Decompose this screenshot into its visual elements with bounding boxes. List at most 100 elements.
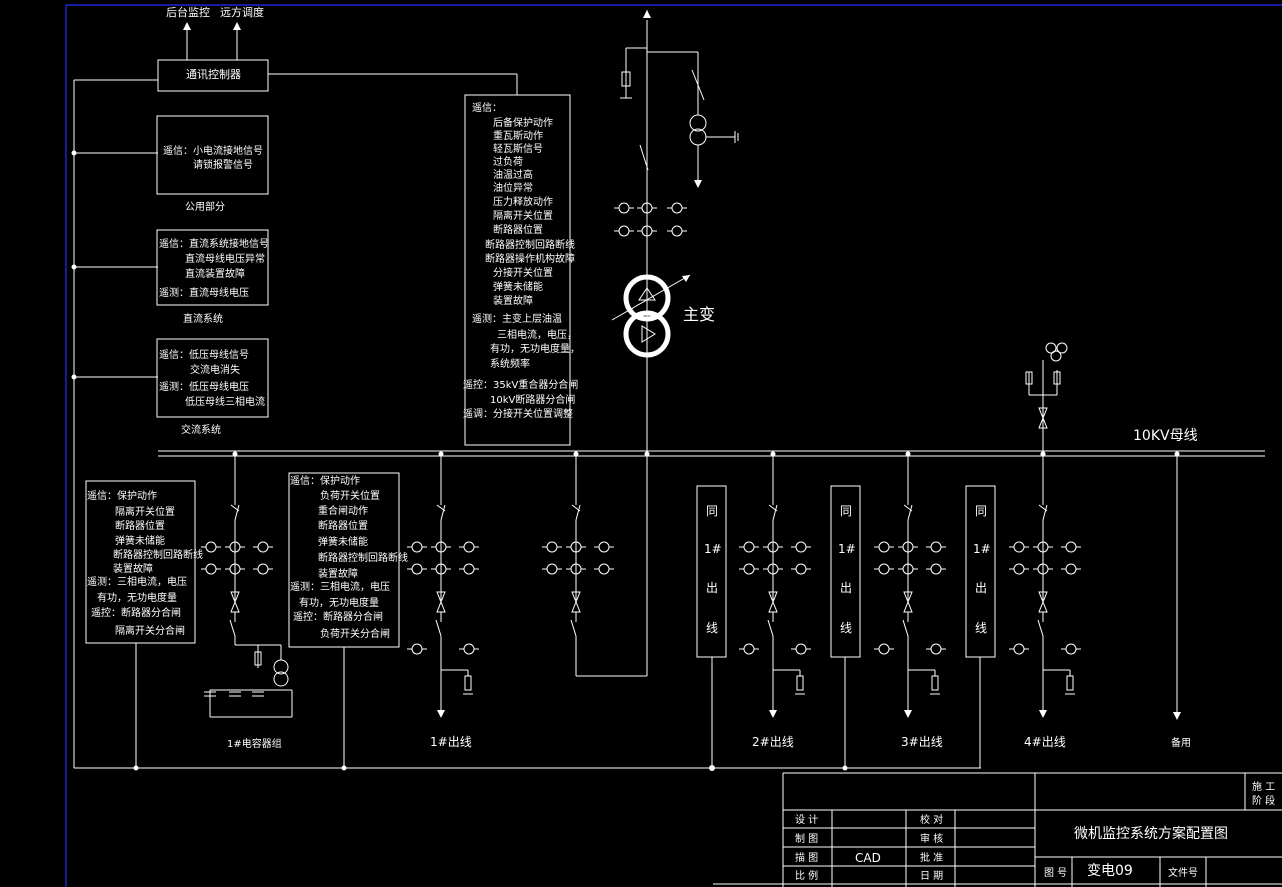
feeder-info-line: 断路器位置 <box>318 519 368 532</box>
transformer-info-line: 系统频率 <box>490 357 530 370</box>
transformer-info-line: 三相电流，电压， <box>497 328 577 341</box>
label-feeder-1: 1#出线 <box>430 735 472 749</box>
same-feeder-char: 同 <box>840 504 852 518</box>
same-feeder-char: 1# <box>704 542 722 556</box>
same-feeder-char: 线 <box>840 621 852 635</box>
feeder-info-line: 负荷开关位置 <box>320 489 380 502</box>
capacitor-info-lines: 遥信：保护动作隔离开关位置断路器位置弹簧未储能断路器控制回路断线装置故障遥测：三… <box>87 489 203 637</box>
transformer-info-lines: 遥信：后备保护动作重瓦斯动作轻瓦斯信号过负荷油温过高油位异常压力释放动作隔离开关… <box>463 101 580 420</box>
same-feeder-char: 出 <box>706 581 718 595</box>
transformer-info-box <box>464 94 571 446</box>
bus-label: 10KV母线 <box>1133 428 1198 444</box>
same-feeder-char: 同 <box>706 504 718 518</box>
capacitor-info-line: 断路器控制回路断线 <box>113 548 203 561</box>
dc-line-3: 直流装置故障 <box>185 267 245 280</box>
public-caption: 公用部分 <box>185 200 225 213</box>
output-remote-dispatch: 远方调度 <box>220 5 264 19</box>
label-feeder-4: 4#出线 <box>1024 735 1066 749</box>
feeder-info-line: 遥测：三相电流，电压 <box>290 580 390 593</box>
transformer-info-line: 过负荷 <box>493 155 523 168</box>
ac-box <box>156 338 269 418</box>
tb-file-no-label: 文件号 <box>1168 866 1198 879</box>
capacitor-info-line: 有功，无功电度量 <box>97 591 177 604</box>
ac-line-4: 低压母线三相电流 <box>185 395 265 408</box>
transformer-label: 主变 <box>683 305 715 324</box>
ac-line-2: 交流电消失 <box>190 363 240 376</box>
label-spare: 备用 <box>1171 736 1191 749</box>
transformer-info-line: 断路器操作机构故障 <box>485 252 575 265</box>
incoming-line <box>613 10 739 455</box>
tb-scale-label: 比 例 <box>795 869 818 882</box>
same-feeder-box-2 <box>830 485 861 658</box>
public-box <box>156 115 269 195</box>
ac-line-1: 遥信：低压母线信号 <box>159 348 249 361</box>
transformer-info-line: 10kV断路器分合闸 <box>490 393 575 406</box>
stage-label-1: 施 工 <box>1252 780 1275 793</box>
dc-line-4: 遥测：直流母线电压 <box>159 286 249 299</box>
dc-line-1: 遥信：直流系统接地信号 <box>159 237 269 250</box>
capacitor-bank <box>204 644 293 718</box>
transformer-info-line: 弹簧未储能 <box>493 280 543 293</box>
public-line-1: 遥信：小电流接地信号 <box>163 144 263 157</box>
capacitor-info-line: 断路器位置 <box>115 519 165 532</box>
feeder-info-line: 装置故障 <box>318 567 358 580</box>
same-feeder-box-3 <box>965 485 996 658</box>
transformer-info-line: 遥信： <box>472 101 502 114</box>
comm-controller-box <box>157 59 269 92</box>
tb-date-label: 日 期 <box>920 870 943 882</box>
dc-line-2: 直流母线电压异常 <box>185 252 265 265</box>
capacitor-info-line: 隔离开关分合闸 <box>115 624 185 637</box>
feeder-info-line: 弹簧未储能 <box>318 535 368 548</box>
tb-drawing-no-label: 图 号 <box>1044 867 1067 879</box>
transformer-info-line: 遥测：主变上层油温 <box>472 312 562 325</box>
transformer-info-line: 后备保护动作 <box>493 116 553 129</box>
same-feeder-char: 同 <box>975 504 987 518</box>
transformer-info-line: 遥控：35kV重合器分合闸 <box>463 378 578 391</box>
transformer-info-line: 压力释放动作 <box>493 195 553 208</box>
drawing-title: 微机监控系统方案配置图 <box>1074 825 1228 842</box>
capacitor-info-line: 遥信：保护动作 <box>87 489 157 502</box>
public-line-2: 请锁报警信号 <box>193 158 253 171</box>
feeder-bays <box>200 451 1181 720</box>
feeder-info-line: 有功，无功电度量 <box>299 596 379 609</box>
ac-line-3: 遥测：低压母线电压 <box>159 380 249 393</box>
capacitor-info-line: 装置故障 <box>113 562 153 575</box>
transformer-info-line: 油位异常 <box>493 181 533 194</box>
tb-trace-value: CAD <box>855 851 881 865</box>
transformer-info-line: 轻瓦斯信号 <box>493 142 543 155</box>
feeder-info-line: 遥信：保护动作 <box>290 474 360 487</box>
dc-caption: 直流系统 <box>183 312 223 325</box>
bus-pt <box>1025 342 1068 451</box>
feeder-info-line: 断路器控制回路断线 <box>318 551 408 564</box>
transformer-info-line: 装置故障 <box>493 294 533 307</box>
tb-draw-label: 制 图 <box>795 832 818 845</box>
capacitor-info-line: 遥测：三相电流，电压 <box>87 575 187 588</box>
tb-check-label: 校 对 <box>920 813 943 826</box>
same-feeder-box-1 <box>696 485 727 658</box>
label-feeder-2: 2#出线 <box>752 735 794 749</box>
transformer-info-line: 分接开关位置 <box>493 266 553 279</box>
tb-trace-label: 描 图 <box>795 851 818 864</box>
capacitor-info-line: 遥控：断路器分合闸 <box>91 606 181 619</box>
transformer-info-line: 断路器位置 <box>493 223 543 236</box>
feeder-info-lines: 遥信：保护动作负荷开关位置重合闸动作断路器位置弹簧未储能断路器控制回路断线装置故… <box>290 474 408 640</box>
main-transformer-symbol <box>611 274 691 358</box>
transformer-info-line: 遥调：分接开关位置调整 <box>463 407 573 420</box>
bus-10kv <box>158 450 1265 457</box>
same-feeder-char: 出 <box>975 581 987 595</box>
same-feeder-char: 线 <box>975 621 987 635</box>
output-backend-monitor: 后台监控 <box>166 5 210 19</box>
same-feeder-char: 出 <box>840 581 852 595</box>
feeder-info-line: 负荷开关分合闸 <box>320 627 390 640</box>
capacitor-info-line: 弹簧未储能 <box>115 534 165 547</box>
label-feeder-3: 3#出线 <box>901 735 943 749</box>
transformer-info-line: 油温过高 <box>493 168 533 181</box>
tb-drawing-no: 变电09 <box>1087 863 1133 879</box>
feeder-info-line: 重合闸动作 <box>318 504 368 517</box>
tb-approve-label: 批 准 <box>920 851 943 864</box>
same-feeder-char: 1# <box>838 542 856 556</box>
capacitor-info-line: 隔离开关位置 <box>115 505 175 518</box>
stage-label-2: 阶 段 <box>1252 794 1275 807</box>
